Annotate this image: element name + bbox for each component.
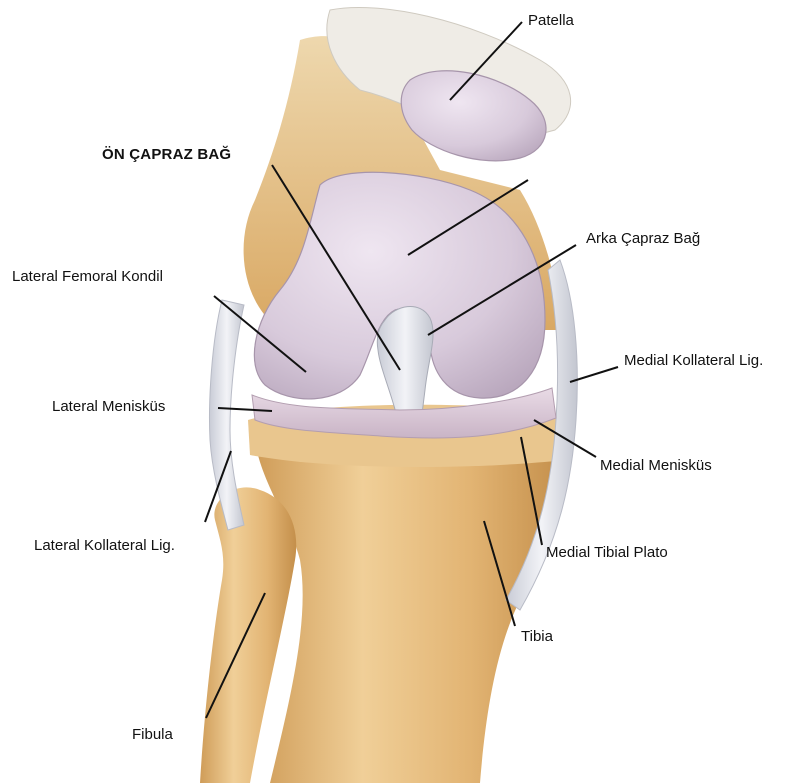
label-medial-tibial-plato: Medial Tibial Plato: [546, 544, 668, 562]
label-arka-capraz-bag: Arka Çapraz Bağ: [586, 230, 700, 248]
label-medial-menisks: Medial Menisküs: [600, 457, 712, 475]
label-lateral-menisks: Lateral Menisküs: [52, 398, 165, 416]
tibia-bone: [255, 440, 563, 783]
label-lateral-kollateral-lig: Lateral Kollateral Lig.: [34, 537, 175, 555]
label-medial-kollateral-lig: Medial Kollateral Lig.: [624, 352, 763, 370]
label-on-capraz-bag: ÖN ÇAPRAZ BAĞ: [102, 146, 231, 164]
label-tibia: Tibia: [521, 628, 553, 646]
label-patella: Patella: [528, 12, 574, 30]
label-lateral-femoral-kondil: Lateral Femoral Kondil: [12, 268, 163, 286]
label-fibula: Fibula: [132, 726, 173, 744]
